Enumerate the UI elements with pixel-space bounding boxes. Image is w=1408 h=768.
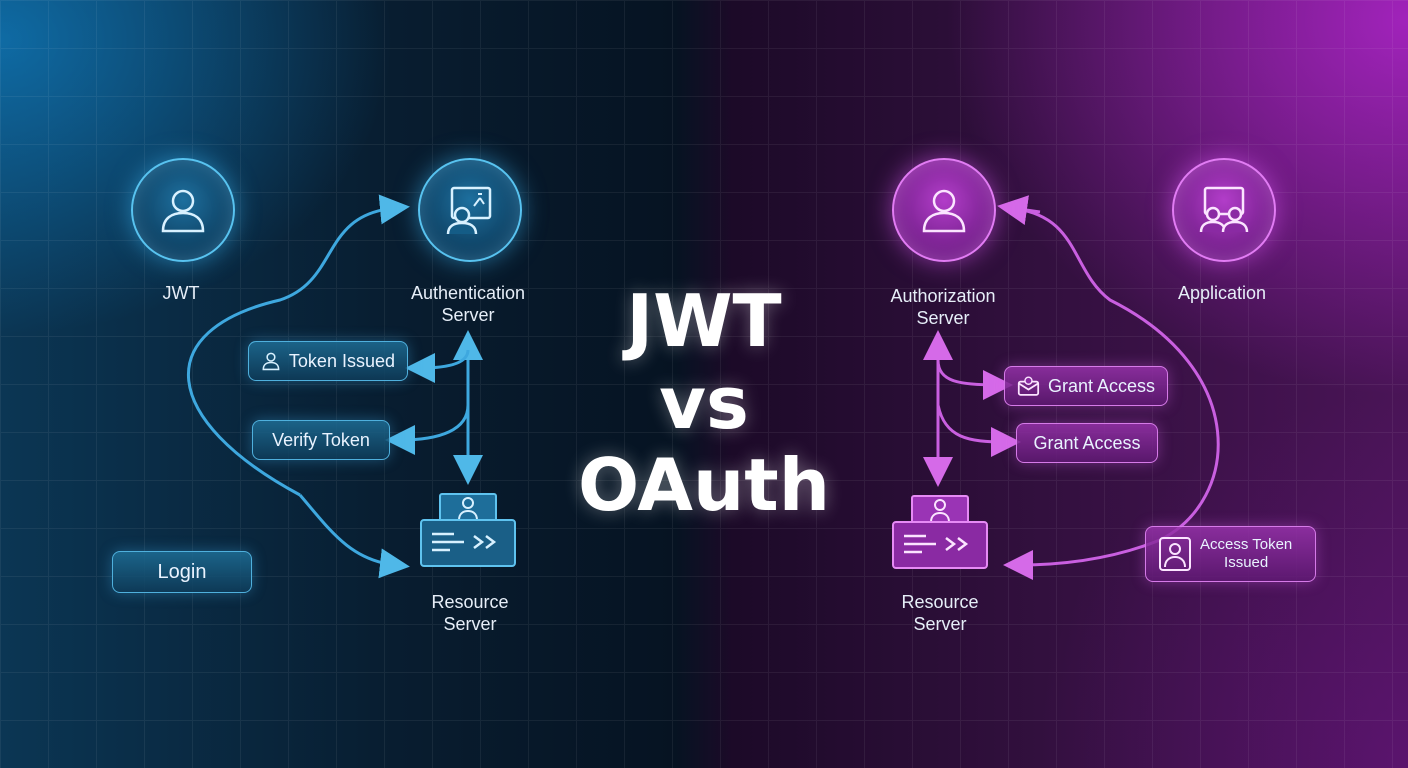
access-token-line1: Access Token xyxy=(1200,536,1293,553)
title-oauth: OAuth xyxy=(578,443,830,527)
token-issued-text: Token Issued xyxy=(288,350,395,371)
oauth-resource-server-line2: Server xyxy=(913,614,967,634)
title-vs: vs xyxy=(659,361,749,445)
connector-big-loop-to-resource xyxy=(298,494,410,579)
grant-access-text-1: Grant Access xyxy=(1047,375,1155,396)
grant-access-pill-2: Grant Access xyxy=(1016,423,1158,463)
jwt-resource-server-line1: Resource xyxy=(431,592,509,612)
user-icon xyxy=(161,189,205,233)
application-label: Application xyxy=(1177,283,1267,303)
oauth-resource-server-line1: Resource xyxy=(901,592,979,612)
connector-oauth-loop-to-auth xyxy=(1003,206,1220,580)
authentication-server-label: Authentication Server xyxy=(411,282,525,326)
oauth-resource-server-label: Resource Server xyxy=(901,591,978,635)
authentication-server-label-line1: Authentication xyxy=(410,283,526,303)
title-jwt: JWT xyxy=(626,279,782,363)
presenter-icon xyxy=(446,186,492,235)
connector-oauth-loop-start xyxy=(997,195,1041,225)
connector-big-loop-to-auth xyxy=(187,194,410,497)
user-icon xyxy=(262,352,280,371)
grant-access-pill-1: Grant Access xyxy=(1004,366,1168,406)
jwt-user-label: JWT xyxy=(162,283,200,303)
grant-access-text-2: Grant Access xyxy=(1033,432,1141,453)
authorization-server-label: Authorization Server xyxy=(890,285,995,329)
user-icon xyxy=(922,189,966,233)
access-token-issued-text: Access Token Issued xyxy=(1200,536,1292,572)
connector-to-token-issued xyxy=(405,349,470,383)
verify-token-text: Verify Token xyxy=(272,429,370,450)
verify-token-pill: Verify Token xyxy=(252,420,390,460)
page-title: JWT vs OAuth xyxy=(578,280,830,526)
jwt-user-node xyxy=(131,158,235,262)
connector-to-grant-access-1 xyxy=(936,359,1013,400)
two-users-icon xyxy=(1199,186,1249,233)
access-token-issued-pill: Access Token Issued xyxy=(1145,526,1316,582)
authentication-server-node xyxy=(418,158,522,262)
user-icon xyxy=(1159,537,1191,571)
jwt-resource-server-label: Resource Server xyxy=(431,591,508,635)
jwt-resource-server-line2: Server xyxy=(443,614,497,634)
connector-to-grant-access-2 xyxy=(936,404,1021,457)
server-terminal-icon xyxy=(892,495,988,569)
authorization-server-label-line2: Server xyxy=(916,308,970,328)
login-button[interactable]: Login xyxy=(112,551,252,593)
authentication-server-label-line2: Server xyxy=(441,305,495,325)
authorization-server-label-line1: Authorization xyxy=(890,286,996,306)
login-text: Login xyxy=(157,560,207,583)
authorization-server-node xyxy=(892,158,996,262)
envelope-icon xyxy=(1017,376,1040,396)
connector-to-verify-token xyxy=(385,404,470,455)
application-node xyxy=(1172,158,1276,262)
access-token-line2: Issued xyxy=(1224,554,1269,571)
token-issued-pill: Token Issued xyxy=(248,341,408,381)
server-terminal-icon xyxy=(420,493,516,567)
